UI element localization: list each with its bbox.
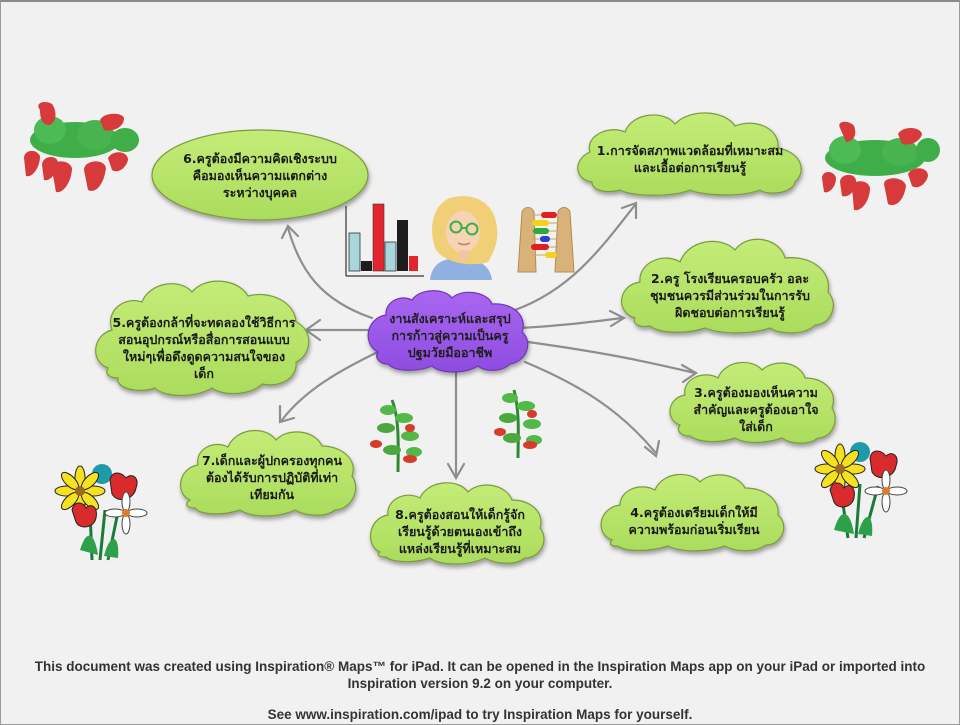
node-3-shape[interactable] bbox=[669, 361, 836, 444]
node-2-text[interactable]: 2.ครู โรงเรียนครอบครัว อละ ชุมชนควรมีส่ว… bbox=[630, 270, 830, 321]
arrowhead-8 bbox=[446, 462, 466, 481]
central-topic-line: งานสังเคราะห์และสรุป bbox=[389, 311, 511, 326]
node-line: 4.ครูต้องเตรียมเด็กให้มี bbox=[630, 505, 758, 520]
node-1-text[interactable]: 1.การจัดสภาพแวดล้อมที่เหมาะสม และเอื้อต่… bbox=[580, 142, 800, 176]
node-4-shape[interactable] bbox=[600, 473, 785, 552]
footer-line-2: Inspiration version 9.2 on your computer… bbox=[347, 676, 613, 691]
node-6-text[interactable]: 6.ครูต้องมีความคิดเชิงระบบ คือมองเห็นควา… bbox=[160, 150, 360, 201]
abacus-icon bbox=[517, 207, 575, 273]
connector-to-2 bbox=[518, 316, 624, 330]
node-7-shape[interactable] bbox=[180, 429, 357, 517]
node-line: ใส่เด็ก bbox=[739, 419, 773, 434]
node-line: 6.ครูต้องมีความคิดเชิงระบบ bbox=[183, 151, 337, 166]
flower-bouquet-icon bbox=[54, 464, 148, 561]
node-line: 7.เด็กและผู้ปกครองทุกคน bbox=[201, 453, 343, 468]
connector-to-3 bbox=[526, 340, 697, 375]
node-5-text[interactable]: 5.ครูต้องกล้าที่จะทดลองใช้วิธีการ สอนอุป… bbox=[100, 314, 308, 382]
strawberry-icon bbox=[822, 121, 940, 211]
central-topic[interactable]: งานสังเคราะห์และสรุป การก้าวสู่ความเป็นค… bbox=[380, 310, 520, 361]
node-line: ใหม่ๆเพื่อดึงดูดความสนใจของ bbox=[122, 349, 286, 364]
central-topic-shape[interactable] bbox=[367, 290, 529, 373]
node-line: 8.ครูต้องสอนให้เด็กรู้จัก bbox=[395, 507, 525, 522]
node-line: เทียมกัน bbox=[249, 487, 295, 502]
node-8-shape[interactable] bbox=[369, 482, 545, 565]
node-line: ระหว่างบุคคล bbox=[222, 185, 298, 200]
node-line: 3.ครูต้องมองเห็นความ bbox=[694, 385, 818, 400]
central-topic-line: การก้าวสู่ความเป็นครู bbox=[391, 328, 509, 343]
arrowhead-4 bbox=[643, 439, 661, 459]
connectors bbox=[278, 201, 699, 481]
node-line: 1.การจัดสภาพแวดล้อมที่เหมาะสม bbox=[596, 143, 784, 158]
bar-chart-icon bbox=[345, 203, 424, 277]
tomato-plant-icon bbox=[370, 399, 422, 473]
tomato-plant-icon bbox=[494, 389, 542, 459]
flower-bouquet-icon bbox=[814, 442, 908, 539]
node-3-text[interactable]: 3.ครูต้องมองเห็นความ สำคัญและครูต้องเอาใ… bbox=[676, 384, 836, 435]
arrowhead-2 bbox=[608, 309, 627, 328]
arrowhead-6 bbox=[280, 224, 300, 240]
node-line: แหล่งเรียนรู้ที่เหมาะสม bbox=[398, 541, 522, 556]
node-1-shape[interactable] bbox=[577, 112, 802, 196]
node-line: ความพร้อมก่อนเริ่มเรียน bbox=[628, 522, 760, 537]
connector-to-7 bbox=[280, 348, 384, 422]
node-line: และเอื้อต่อการเรียนรู้ bbox=[633, 160, 747, 175]
connector-to-6 bbox=[286, 226, 374, 320]
arrowhead-1 bbox=[620, 201, 638, 220]
arrowhead-3 bbox=[680, 363, 699, 384]
node-line: เรียนรู้ด้วยตนเองเข้าถึง bbox=[397, 524, 523, 539]
footer-link-text[interactable]: See www.inspiration.com/ipad to try Insp… bbox=[267, 707, 693, 722]
node-line: ผิดชอบต่อการเรียนรู้ bbox=[675, 305, 785, 320]
arrowhead-7 bbox=[278, 404, 296, 424]
node-line: สอนอุปกรณ์หรือสื่อการสอนแบบ bbox=[118, 332, 290, 347]
node-7-text[interactable]: 7.เด็กและผู้ปกครองทุกคน ต้องได้รับการปฏิ… bbox=[184, 452, 360, 503]
node-2-shape[interactable] bbox=[621, 238, 834, 334]
node-line: ชุมชนควรมีส่วนร่วมในการรับ bbox=[650, 288, 810, 303]
footer-notice: This document was created using Inspirat… bbox=[0, 658, 960, 692]
node-4-text[interactable]: 4.ครูต้องเตรียมเด็กให้มี ความพร้อมก่อนเร… bbox=[606, 504, 782, 538]
node-line: 2.ครู โรงเรียนครอบครัว อละ bbox=[650, 271, 810, 286]
footer-line-1: This document was created using Inspirat… bbox=[34, 659, 926, 674]
teacher-portrait-icon bbox=[430, 196, 498, 280]
node-8-text[interactable]: 8.ครูต้องสอนให้เด็กรู้จัก เรียนรู้ด้วยตน… bbox=[372, 506, 548, 557]
central-topic-line: ปฐมวัยมืออาชีพ bbox=[407, 345, 493, 360]
node-line: 5.ครูต้องกล้าที่จะทดลองใช้วิธีการ bbox=[112, 315, 296, 330]
strawberry-icon bbox=[24, 102, 139, 193]
connector-to-1 bbox=[513, 203, 637, 312]
node-5-shape[interactable] bbox=[95, 280, 310, 397]
node-line: คือมองเห็นความแตกต่าง bbox=[192, 168, 328, 183]
node-line: สำคัญและครูต้องเอาใจ bbox=[693, 402, 819, 417]
node-line: ต้องได้รับการปฏิบัติที่เท่า bbox=[205, 470, 339, 485]
node-6-shape[interactable] bbox=[151, 129, 369, 221]
node-line: เด็ก bbox=[194, 366, 214, 381]
connector-to-4 bbox=[523, 360, 657, 454]
